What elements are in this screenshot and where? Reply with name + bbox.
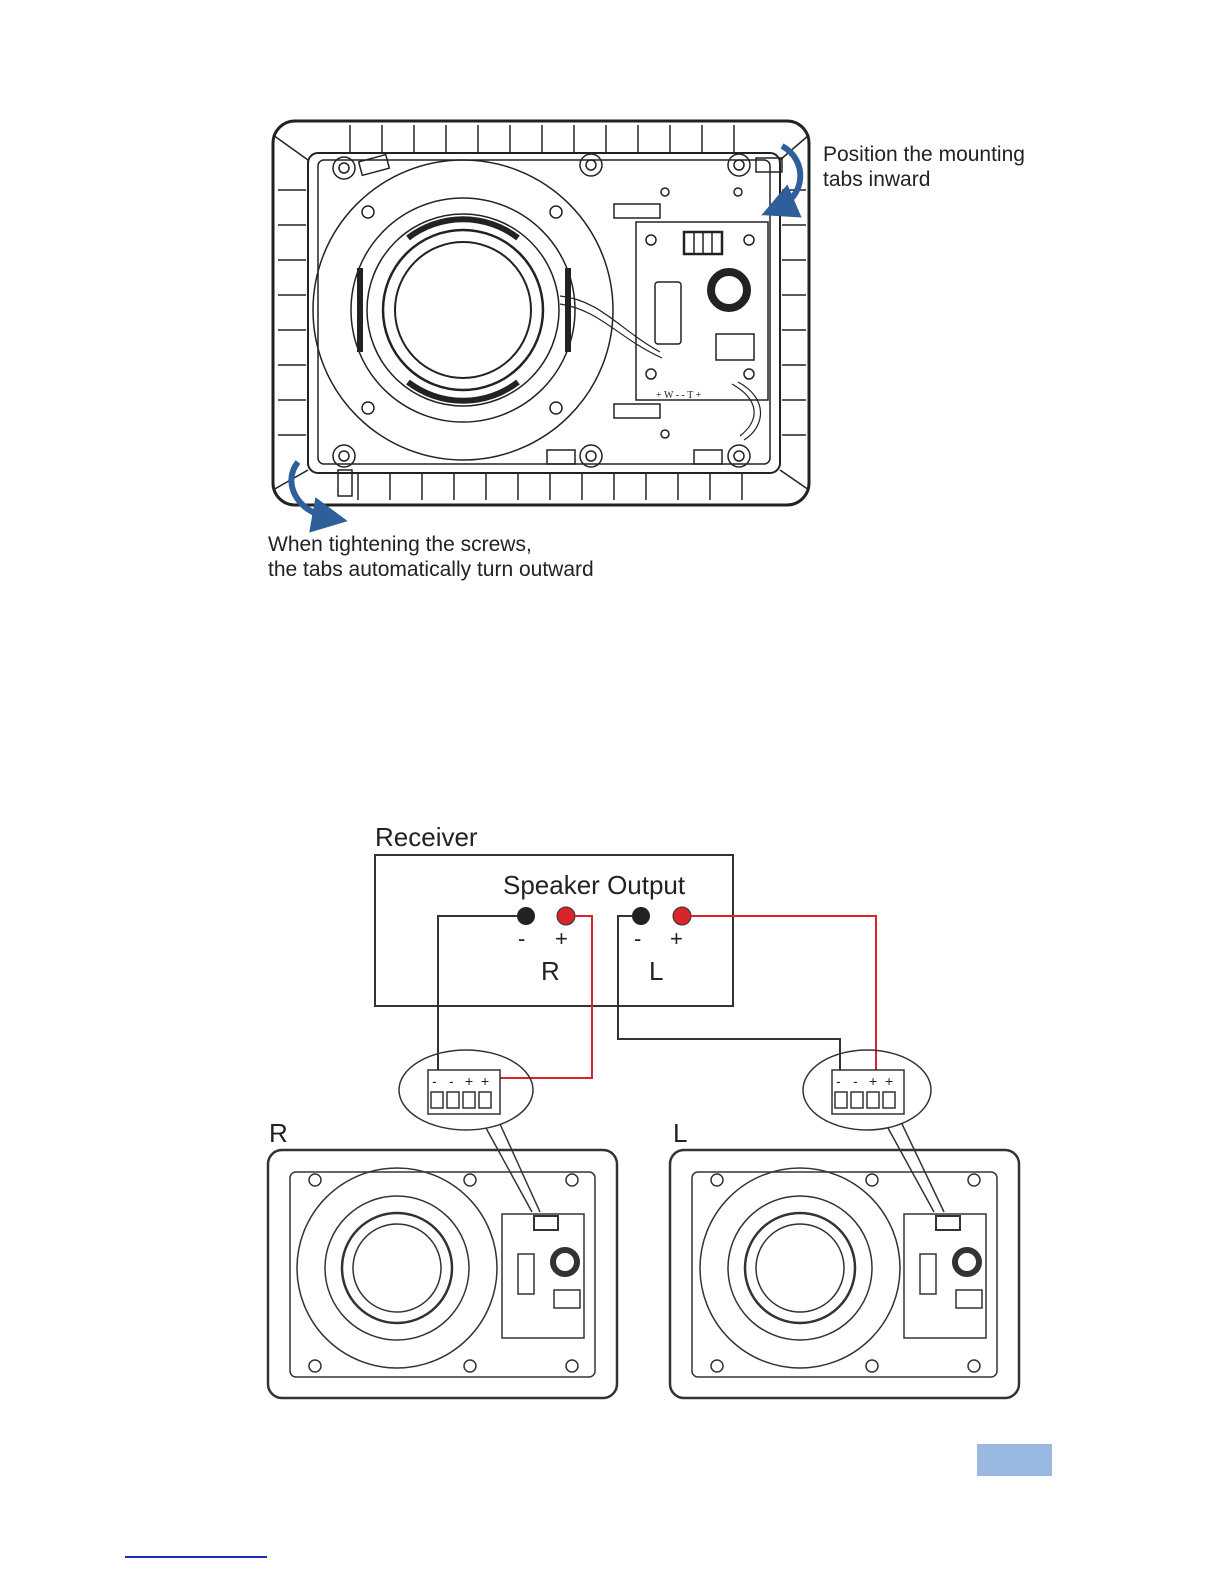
rotate-inward-arrow: [778, 146, 800, 208]
speaker-driver: [313, 160, 613, 460]
terminal-sign: -: [449, 1073, 454, 1089]
receiver-channel-l: L: [649, 956, 663, 986]
r-minus-sign: -: [518, 926, 525, 951]
callout-inward: Position the mounting tabs inward: [823, 142, 1025, 192]
speaker-output-label: Speaker Output: [503, 870, 686, 900]
terminal-r-positive: [557, 907, 575, 925]
board-polarity-text: + W - - T +: [656, 390, 702, 401]
terminal-l-positive: [673, 907, 691, 925]
terminal-sign: +: [885, 1073, 893, 1089]
page-number-tab: [977, 1444, 1052, 1476]
footer-rule: [125, 1556, 267, 1558]
speaker-l-label: L: [673, 1118, 687, 1148]
terminal-sign: +: [465, 1073, 473, 1089]
wire-r-positive: [492, 916, 592, 1078]
callout-inward-line-2: tabs inward: [823, 167, 1025, 192]
terminal-l-negative: [632, 907, 650, 925]
callout-outward: When tightening the screws, the tabs aut…: [268, 532, 594, 582]
speaker-frame-large: [273, 121, 809, 505]
terminal-sign: -: [853, 1073, 858, 1089]
speaker-l-small: [670, 1150, 1019, 1398]
l-plus-sign: +: [670, 926, 683, 951]
terminal-sign: +: [481, 1073, 489, 1089]
callout-inward-line-1: Position the mounting: [823, 142, 1025, 167]
terminal-sign: +: [869, 1073, 877, 1089]
callout-outward-line-1: When tightening the screws,: [268, 532, 594, 557]
wire-l-negative: [618, 916, 840, 1080]
speaker-r-label: R: [269, 1118, 288, 1148]
receiver-channel-r: R: [541, 956, 560, 986]
crossover-board: [560, 188, 768, 440]
terminal-sign: -: [836, 1073, 841, 1089]
terminal-r-negative: [517, 907, 535, 925]
callout-outward-line-2: the tabs automatically turn outward: [268, 557, 594, 582]
speaker-r-small: [268, 1150, 617, 1398]
receiver-label: Receiver: [375, 822, 478, 852]
l-minus-sign: -: [634, 926, 641, 951]
r-plus-sign: +: [555, 926, 568, 951]
wire-r-negative: [438, 916, 517, 1080]
terminal-sign: -: [432, 1073, 437, 1089]
wire-l-positive: [691, 916, 876, 1080]
